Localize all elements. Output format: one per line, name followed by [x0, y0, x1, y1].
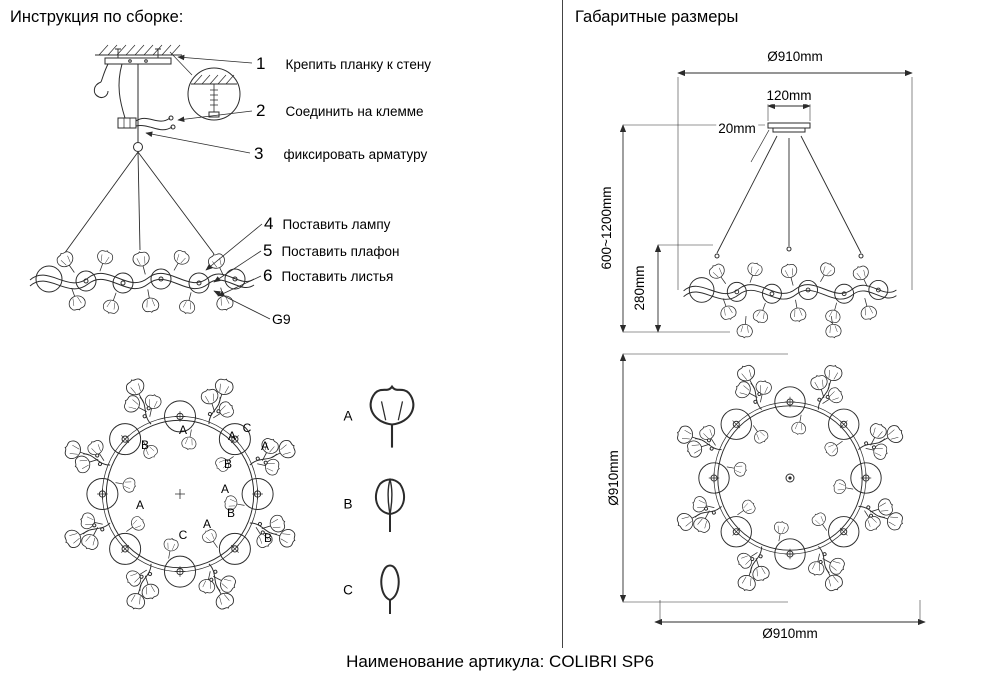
step-3-number: 3	[254, 144, 264, 163]
legend-letter-a: A	[343, 408, 353, 424]
dim-plan-diameter-vertical: Ø910mm	[606, 448, 622, 508]
socket-label: G9	[272, 311, 291, 327]
step-5-label: Поставить плафон	[281, 244, 400, 259]
step-2-number: 2	[256, 101, 266, 120]
step-6-label: Поставить листья	[281, 269, 394, 284]
article-name-footer: Наименование артикула: COLIBRI SP6	[346, 652, 654, 671]
panel-divider	[562, 0, 563, 648]
dimensions-panel: Габаритные размеры	[563, 0, 1000, 650]
dimensions-title: Габаритные размеры	[575, 8, 739, 26]
dim-top-diameter: Ø910mm	[765, 49, 825, 65]
step-1: 1 Крепить планку к стену	[256, 54, 431, 74]
legend-letter-b: B	[343, 496, 353, 512]
step-6: 6 Поставить листья	[263, 266, 393, 286]
top-view-drawing	[22, 352, 332, 636]
step-4-label: Поставить лампу	[282, 217, 391, 232]
dim-canopy-width: 120mm	[764, 88, 814, 104]
step-1-label: Крепить планку к стену	[285, 57, 432, 72]
leaf-marker: B	[226, 506, 236, 520]
step-5-number: 5	[263, 241, 273, 260]
leaf-marker: A	[260, 439, 270, 453]
step-4: 4 Поставить лампу	[264, 214, 390, 234]
dim-body-height: 280mm	[632, 263, 648, 313]
leaf-marker: C	[178, 528, 188, 542]
legend-letter-c: C	[343, 582, 353, 598]
step-5: 5 Поставить плафон	[263, 241, 399, 261]
side-view-drawing	[619, 69, 913, 340]
step-2-label: Соединить на клемме	[285, 104, 424, 119]
assembly-drawing	[0, 44, 271, 320]
assembly-title: Инструкция по сборке:	[10, 8, 184, 26]
leaf-legend: A B C	[330, 358, 440, 614]
step-2: 2 Соединить на клемме	[256, 101, 424, 121]
leaf-marker: B	[223, 457, 233, 471]
leaf-marker: A	[135, 498, 145, 512]
leaf-marker: C	[242, 421, 252, 435]
leaf-marker: B	[140, 438, 150, 452]
step-4-number: 4	[264, 214, 274, 233]
dim-plan-diameter-horizontal: Ø910mm	[760, 626, 820, 642]
leaf-marker: A	[227, 429, 237, 443]
step-3: 3 фиксировать арматуру	[254, 144, 427, 164]
step-6-number: 6	[263, 266, 273, 285]
dim-canopy-height: 20mm	[716, 121, 758, 137]
dim-suspension-range: 600~1200mm	[599, 184, 615, 272]
assembly-figure	[0, 30, 560, 360]
step-1-number: 1	[256, 54, 266, 73]
leaf-legend-drawing	[369, 385, 415, 614]
leaf-marker: B	[263, 531, 273, 545]
leaf-marker: A	[178, 423, 188, 437]
leaf-marker: A	[202, 517, 212, 531]
dim-top-view-drawing	[619, 353, 926, 626]
step-3-label: фиксировать арматуру	[283, 147, 428, 162]
leaf-marker: A	[220, 482, 230, 496]
top-view-figure: C A A B A B A B A C B A	[22, 352, 332, 636]
